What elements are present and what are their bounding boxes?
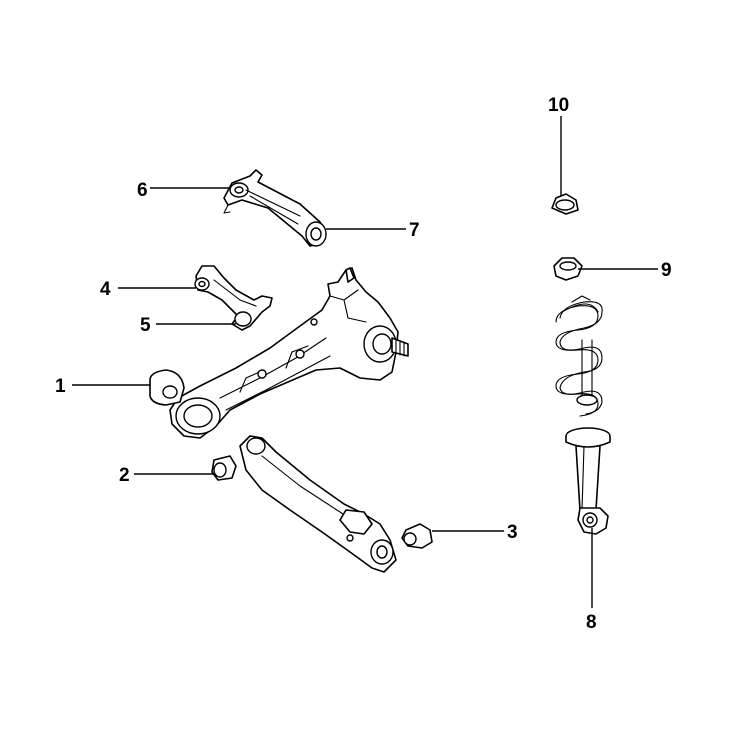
- callout-4: 4: [100, 279, 111, 300]
- callout-6: 6: [137, 180, 148, 201]
- upper-control-arm: [223, 169, 327, 247]
- callout-9: 9: [661, 260, 672, 281]
- mount-cap: [551, 193, 579, 215]
- callout-10: 10: [548, 95, 569, 116]
- callout-5: 5: [140, 315, 151, 336]
- trailing-arm-assembly: [149, 267, 409, 439]
- lower-arm: [211, 435, 433, 573]
- upper-link: [194, 265, 273, 331]
- callout-2: 2: [119, 465, 130, 486]
- callout-3: 3: [507, 522, 518, 543]
- callout-7: 7: [409, 220, 420, 241]
- shock-and-spring: [555, 295, 611, 535]
- callout-1: 1: [55, 376, 66, 397]
- spring-insulator: [553, 257, 583, 281]
- callout-8: 8: [586, 612, 597, 633]
